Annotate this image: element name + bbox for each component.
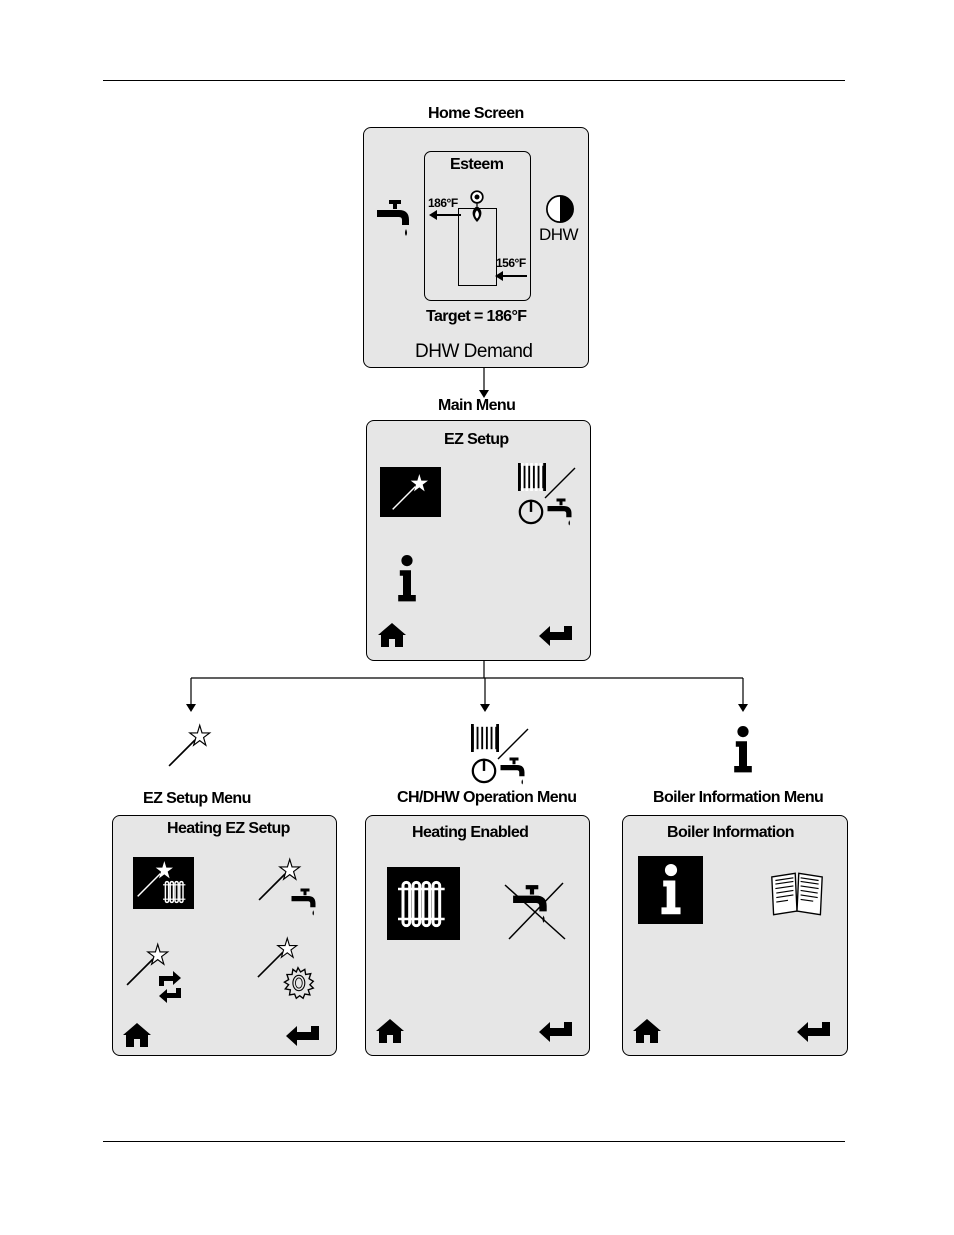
ch-dhw-operation-screen: Heating Enabled bbox=[365, 815, 590, 1056]
ez-setup-menu-caption: EZ Setup Menu bbox=[143, 790, 251, 808]
magic-wand-icon bbox=[388, 472, 432, 512]
supply-arrow-icon bbox=[429, 210, 463, 220]
home-icon[interactable] bbox=[122, 1022, 152, 1048]
back-arrow-icon[interactable] bbox=[538, 1018, 574, 1044]
boiler-information-title: Boiler Information bbox=[667, 824, 794, 842]
info-icon[interactable] bbox=[395, 551, 419, 607]
return-temp: 156°F bbox=[496, 256, 526, 270]
ez-setup-button[interactable] bbox=[380, 467, 441, 517]
ch-dhw-operation-icon bbox=[468, 722, 532, 784]
ez-setup-menu-title: Heating EZ Setup bbox=[167, 820, 290, 838]
pump-icon bbox=[545, 194, 575, 224]
target-temp: Target = 186°F bbox=[426, 308, 526, 326]
ch-dhw-operation-button[interactable] bbox=[515, 461, 579, 527]
boiler-info-menu-caption: Boiler Information Menu bbox=[653, 789, 823, 807]
boiler-info-button[interactable] bbox=[638, 856, 703, 924]
boiler-information-screen: Boiler Information bbox=[622, 815, 848, 1056]
main-menu-screen: EZ Setup bbox=[366, 420, 591, 661]
system-ez-setup-button[interactable] bbox=[251, 934, 323, 1006]
home-icon[interactable] bbox=[375, 1018, 405, 1044]
home-icon[interactable] bbox=[377, 622, 407, 648]
home-icon[interactable] bbox=[632, 1018, 662, 1044]
dhw-ez-setup-button[interactable] bbox=[253, 855, 323, 917]
back-arrow-icon[interactable] bbox=[285, 1022, 321, 1048]
info-icon bbox=[658, 862, 684, 918]
manual-book-icon[interactable] bbox=[770, 869, 824, 919]
disabled-cross-icon bbox=[501, 871, 571, 941]
gear-icon bbox=[281, 962, 315, 1004]
faucet-icon bbox=[289, 887, 321, 917]
return-arrow-icon bbox=[495, 271, 529, 281]
cycle-arrows-icon bbox=[155, 970, 185, 1004]
boiler-model-name: Esteem bbox=[450, 156, 503, 174]
magic-wand-icon bbox=[163, 723, 215, 769]
status-text: DHW Demand bbox=[415, 341, 532, 363]
heating-ez-setup-button[interactable] bbox=[133, 857, 194, 909]
faucet-icon bbox=[499, 756, 529, 786]
main-menu-caption: Main Menu bbox=[438, 397, 515, 415]
home-screen-caption: Home Screen bbox=[428, 105, 524, 123]
main-menu-title: EZ Setup bbox=[444, 431, 509, 449]
radiator-icon bbox=[398, 879, 448, 929]
back-arrow-icon[interactable] bbox=[796, 1018, 832, 1044]
supply-temp: 186°F bbox=[428, 196, 458, 210]
pump-label: DHW bbox=[539, 225, 578, 245]
info-icon bbox=[731, 722, 755, 778]
burner-flame-icon bbox=[467, 190, 487, 224]
home-screen: Esteem 186°F 156°F DHW Target = 186°F DH… bbox=[363, 127, 589, 368]
cycle-ez-setup-button[interactable] bbox=[123, 940, 193, 1006]
ch-dhw-operation-title: Heating Enabled bbox=[412, 824, 528, 842]
radiator-icon bbox=[163, 879, 187, 905]
dhw-toggle-button[interactable] bbox=[501, 871, 571, 941]
power-icon bbox=[470, 756, 498, 784]
ez-setup-menu-screen: Heating EZ Setup bbox=[112, 815, 337, 1056]
boiler-diagram-panel: Esteem 186°F 156°F bbox=[424, 151, 531, 301]
heating-toggle-button[interactable] bbox=[387, 867, 460, 940]
faucet-icon bbox=[546, 497, 576, 527]
power-icon bbox=[517, 497, 545, 525]
faucet-icon bbox=[375, 198, 415, 238]
ch-dhw-menu-caption: CH/DHW Operation Menu bbox=[397, 789, 576, 807]
back-arrow-icon[interactable] bbox=[538, 622, 574, 648]
